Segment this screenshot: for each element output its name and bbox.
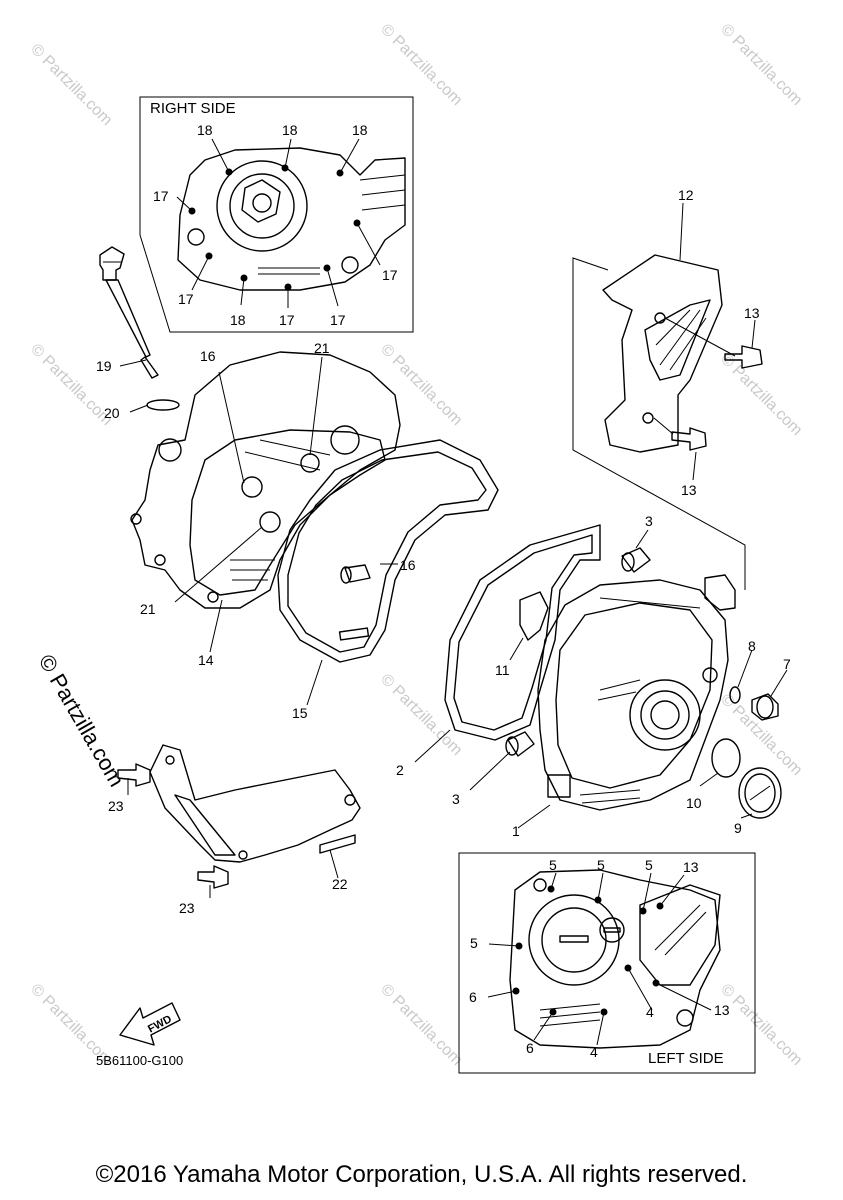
part-number: 1: [512, 823, 520, 839]
part-number: 16: [200, 348, 216, 364]
part-number: 10: [686, 795, 702, 811]
watermark-text: © Partzilla.com: [717, 691, 805, 779]
part-number: 12: [678, 187, 694, 203]
callout-label: 13: [683, 859, 699, 875]
watermark-text: © Partzilla.com: [377, 341, 465, 429]
callout-label: 6: [526, 1040, 534, 1056]
crankcase-cover-left: [517, 574, 736, 829]
sprocket-cover-group: [572, 202, 763, 590]
part-number: 11: [495, 662, 510, 678]
watermark-text: © Partzilla.com: [377, 21, 465, 109]
watermark-text: © Partzilla.com: [27, 41, 115, 129]
part-number: 21: [314, 340, 330, 356]
right-side-inset: RIGHT SIDE 18 18 1: [139, 96, 414, 333]
forward-arrow-icon: FWD: [119, 1002, 181, 1046]
callout-label: 17: [178, 291, 194, 307]
part-number: 23: [108, 798, 124, 814]
watermark-text: © Partzilla.com: [377, 981, 465, 1069]
part-number: 3: [452, 791, 460, 807]
gasket-right: [277, 439, 499, 706]
bracket-part-11: [509, 591, 549, 661]
gasket-left: [414, 524, 601, 763]
watermark-text: © Partzilla.com: [717, 21, 805, 109]
part-number: 19: [96, 358, 112, 374]
part-number: 9: [734, 820, 742, 836]
callout-label: 18: [282, 122, 298, 138]
callout-label: 5: [470, 935, 478, 951]
part-number: 7: [783, 656, 791, 672]
part-number: 20: [104, 405, 120, 421]
callout-label: 18: [197, 122, 213, 138]
callout-label: 5: [645, 857, 653, 873]
part-number: 3: [645, 513, 653, 529]
watermark-text: © Partzilla.com: [717, 981, 805, 1069]
part-number: 13: [681, 482, 697, 498]
callout-label: 6: [469, 989, 477, 1005]
callout-label: 17: [279, 312, 295, 328]
diagram-code: 5B61100-G100: [96, 1053, 183, 1068]
callout-label: 17: [153, 188, 169, 204]
fwd-label: FWD: [146, 1013, 174, 1035]
callout-label: 4: [646, 1004, 654, 1020]
copyright-notice: ©2016 Yamaha Motor Corporation, U.S.A. A…: [95, 1161, 748, 1188]
watermark-text: © Partzilla.com: [377, 671, 465, 759]
callout-label: 18: [352, 122, 368, 138]
part-number: 15: [292, 705, 308, 721]
watermark-text: © Partzilla.com: [27, 341, 115, 429]
callout-label: 17: [382, 267, 398, 283]
part-number: 13: [744, 305, 760, 321]
dipstick-group: [99, 246, 180, 413]
watermark-layer: © Partzilla.com © Partzilla.com © Partzi…: [27, 21, 805, 1069]
dowel-pin-group: [469, 529, 651, 791]
crankcase-cover-right: [130, 351, 401, 653]
callout-label: 5: [597, 857, 605, 873]
left-side-inset: LEFT SIDE 5: [458, 852, 756, 1074]
part-number: 16: [400, 557, 416, 573]
part-number: 2: [396, 762, 404, 778]
watermark-big-text: © Partzilla.com: [34, 650, 130, 791]
callout-label: 4: [590, 1044, 598, 1060]
callout-label: 18: [230, 312, 246, 328]
guard-plate: [117, 744, 361, 898]
callout-label: 17: [330, 312, 346, 328]
part-number: 23: [179, 900, 195, 916]
plug-group: [699, 649, 788, 819]
part-number: 14: [198, 652, 214, 668]
callout-label: 5: [549, 857, 557, 873]
part-number: 21: [140, 601, 156, 617]
part-number: 22: [332, 876, 348, 892]
part-number-labels: 1 2 3 3 7 8 9 10 11 12 13 13 14 15 16 16…: [96, 187, 791, 916]
callout-label: 13: [714, 1002, 730, 1018]
inset-title: LEFT SIDE: [648, 1050, 724, 1067]
part-number: 8: [748, 638, 756, 654]
inset-title: RIGHT SIDE: [150, 100, 236, 117]
